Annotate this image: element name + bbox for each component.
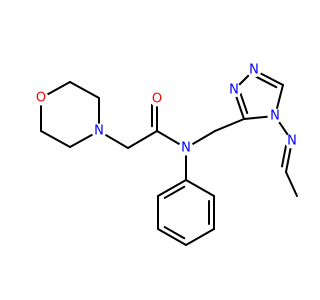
atom-label-pyridazine-nitrogen: N [287,134,297,149]
atom-label-carbonyl-oxygen-background [149,91,165,107]
bond-phenyl-1 [157,179,187,197]
bond-morpholine-2 [69,81,100,99]
bond-methyl [285,171,298,197]
bond-pyridazine-2-second-line [280,143,288,168]
atom-label-triazole-nitrogen-2-background [246,62,262,78]
atom-label-morpholine-nitrogen: N [94,124,104,139]
atom-label-bridgehead-nitrogen: N [270,109,280,124]
atom-label-triazole-nitrogen-2: N [249,63,259,78]
atom-label-amide-nitrogen: N [181,141,191,156]
atom-label-morpholine-nitrogen-background [91,123,107,139]
bond-phenyl-3-second-line [163,226,186,240]
atom-label-bridgehead-nitrogen-background [267,108,283,124]
bonds-layer [40,69,298,246]
bond-phenyl-6 [185,179,215,197]
atom-label-pyridazine-nitrogen-background [284,133,300,149]
bond-triazole-1-second-line [239,91,249,115]
bond-morpholine-5 [40,130,71,148]
bond-triazole-3-second-line [255,75,278,89]
atom-label-morpholine-oxygen: O [36,91,46,106]
bond-linker-triazole [214,118,245,132]
atom-label-triazole-nitrogen-1-background [226,82,242,98]
bond-phenyl-4 [185,228,215,246]
atom-label-triazole-nitrogen-1: N [229,83,239,98]
atom-label-carbonyl-oxygen: O [152,92,162,107]
bond-ch2-carbonyl [127,130,158,149]
atom-label-amide-nitrogen-background [178,140,194,156]
atom-label-morpholine-oxygen-background [33,90,49,106]
bond-phenyl-1-second-line [163,185,186,199]
bond-phenyl-3 [157,228,187,246]
